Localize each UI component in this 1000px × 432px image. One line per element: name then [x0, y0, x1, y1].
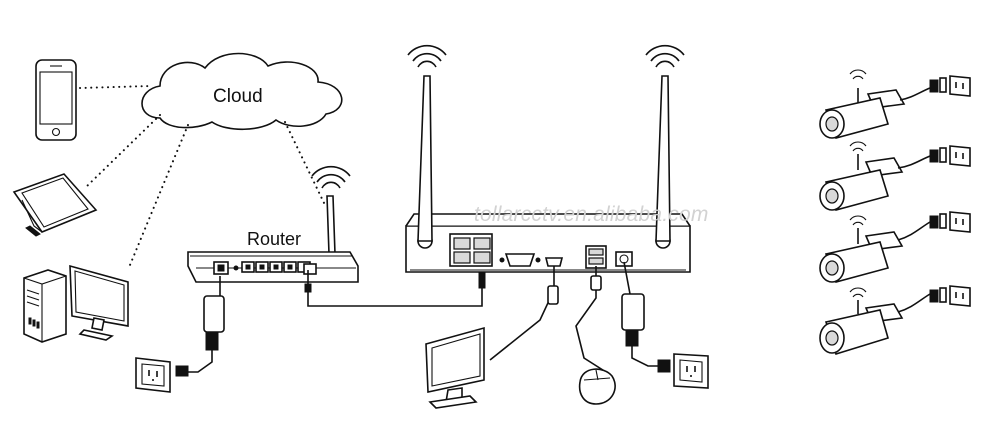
router-label: Router [247, 229, 302, 249]
wall-outlet-icon [673, 353, 709, 389]
cloud-icon [141, 52, 343, 131]
wifi-router-icon [187, 195, 359, 283]
power-adapter-icon [621, 261, 671, 373]
cloud-label: Cloud [213, 86, 263, 107]
power-adapter-icon [175, 276, 225, 377]
wireless-links [79, 85, 326, 266]
monitor-icon [425, 266, 559, 409]
tablet-icon [12, 173, 98, 237]
wifi-signal-icon [311, 165, 351, 189]
nvr-recorder-icon [405, 75, 691, 273]
watermark-text: tollarcctv.en.alibaba.com [474, 203, 709, 226]
smartphone-icon [35, 59, 77, 141]
bullet-camera-icon [819, 154, 931, 211]
mouse-icon [575, 266, 616, 405]
desktop-computer-icon [23, 264, 129, 343]
wall-outlet-icon [929, 75, 971, 307]
wifi-signal-icon [407, 44, 685, 68]
bullet-camera-icon [819, 87, 931, 139]
ethernet-cable [304, 268, 486, 307]
wall-outlet-icon [135, 357, 171, 393]
wifi-signal-icon [849, 69, 867, 298]
bullet-camera-icon [819, 293, 931, 355]
bullet-camera-icon [819, 221, 931, 283]
